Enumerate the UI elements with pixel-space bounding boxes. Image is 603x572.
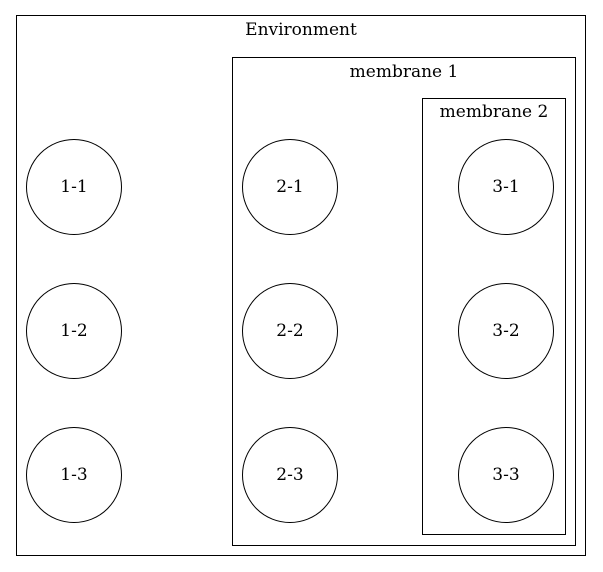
node-3-1[interactable]: 3-1: [458, 139, 554, 235]
membrane-1-label: membrane 1: [349, 62, 459, 82]
node-1-3[interactable]: 1-3: [26, 427, 122, 523]
node-1-1[interactable]: 1-1: [26, 139, 122, 235]
environment-label: Environment: [245, 20, 357, 40]
node-2-1[interactable]: 2-1: [242, 139, 338, 235]
environment-cluster: Environment: [16, 15, 586, 556]
node-2-2[interactable]: 2-2: [242, 283, 338, 379]
node-3-3[interactable]: 3-3: [458, 427, 554, 523]
node-3-2[interactable]: 3-2: [458, 283, 554, 379]
membrane-2-cluster: membrane 2: [422, 98, 566, 535]
membrane-1-cluster: membrane 1: [232, 57, 576, 546]
node-1-2[interactable]: 1-2: [26, 283, 122, 379]
membrane-2-label: membrane 2: [439, 102, 549, 122]
node-2-3[interactable]: 2-3: [242, 427, 338, 523]
